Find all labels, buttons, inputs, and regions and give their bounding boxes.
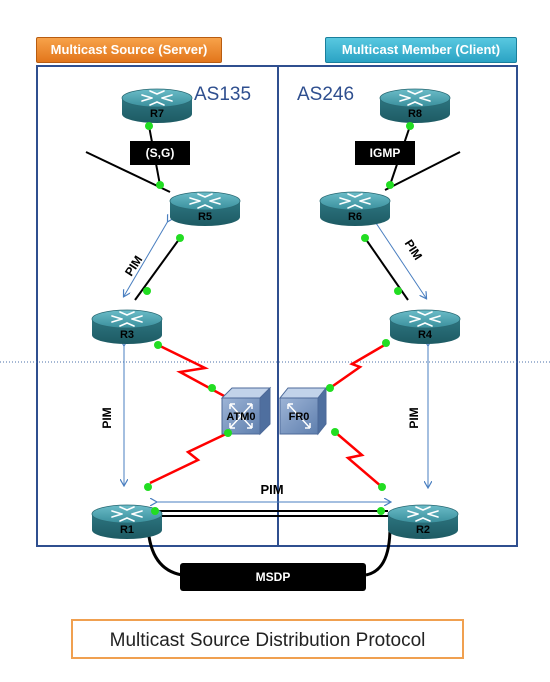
router-label-r6: R6 xyxy=(348,211,362,223)
as135-frame xyxy=(36,65,279,547)
port-dot xyxy=(176,234,184,242)
router-label-r3: R3 xyxy=(120,329,134,341)
as135-label: AS135 xyxy=(194,84,252,105)
router-label-r7: R7 xyxy=(150,108,164,120)
msdp-link-right xyxy=(365,526,392,577)
serial-r3-atm0 xyxy=(157,343,227,399)
router-label-r2: R2 xyxy=(416,524,430,536)
ports-group xyxy=(143,122,414,515)
multicast-source-header: Multicast Source (Server) xyxy=(36,37,222,63)
port-dot xyxy=(361,234,369,242)
port-dot xyxy=(406,122,414,130)
as246-frame xyxy=(277,65,518,547)
pim-arrow-r6-r4 xyxy=(376,223,426,298)
router-r8: R8 xyxy=(379,88,451,123)
router-label-r5: R5 xyxy=(198,211,212,223)
router-r4: R4 xyxy=(389,309,461,344)
port-dot xyxy=(326,384,334,392)
atm0-label: ATM0 xyxy=(226,411,255,423)
pim-label-r4-r2: PIM xyxy=(407,407,421,428)
port-dot xyxy=(156,181,164,189)
port-dot xyxy=(208,384,216,392)
pim-label-r6-r4: PIM xyxy=(402,237,425,263)
fr0-switch: FR0 xyxy=(278,386,328,436)
port-dot xyxy=(144,483,152,491)
port-dot xyxy=(143,287,151,295)
link-r5-r3 xyxy=(134,237,181,301)
port-dot xyxy=(151,507,159,515)
router-r3: R3 xyxy=(91,309,163,344)
pim-label-r5-r3: PIM xyxy=(122,253,145,279)
router-label-r8: R8 xyxy=(408,108,422,120)
port-dot xyxy=(382,339,390,347)
router-r1: R1 xyxy=(91,504,163,539)
port-dot xyxy=(394,287,402,295)
port-dot xyxy=(224,429,232,437)
serial-atm0-r1 xyxy=(149,431,229,485)
port-dot xyxy=(145,122,153,130)
router-r7: R7 xyxy=(121,88,193,123)
link-lan-right xyxy=(384,151,461,191)
port-dot xyxy=(331,428,339,436)
router-r6: R6 xyxy=(319,191,391,226)
router-label-r1: R1 xyxy=(120,524,134,536)
igmp-tag: IGMP xyxy=(355,141,415,165)
port-dot xyxy=(386,181,394,189)
pim-label-r3-r1: PIM xyxy=(100,407,114,428)
msdp-tag: MSDP xyxy=(180,563,366,591)
router-r5: R5 xyxy=(169,191,241,226)
pim-arrow-r5-r3 xyxy=(124,221,168,296)
atm0-switch: ATM0 xyxy=(220,386,272,436)
as246-label: AS246 xyxy=(297,84,355,105)
pim-label-r1-r2: PIM xyxy=(260,482,283,497)
link-lan-left xyxy=(85,151,171,193)
port-dot xyxy=(154,341,162,349)
router-label-r4: R4 xyxy=(418,329,433,341)
port-dot xyxy=(378,483,386,491)
multicast-member-header: Multicast Member (Client) xyxy=(325,37,517,63)
router-r2: R2 xyxy=(387,504,459,539)
serial-fr0-r2 xyxy=(334,431,383,488)
fr0-label: FR0 xyxy=(289,411,310,423)
sg-tag: (S,G) xyxy=(130,141,190,165)
serial-fr0-r4 xyxy=(329,341,389,390)
port-dot xyxy=(377,507,385,515)
diagram-caption: Multicast Source Distribution Protocol xyxy=(71,619,464,659)
